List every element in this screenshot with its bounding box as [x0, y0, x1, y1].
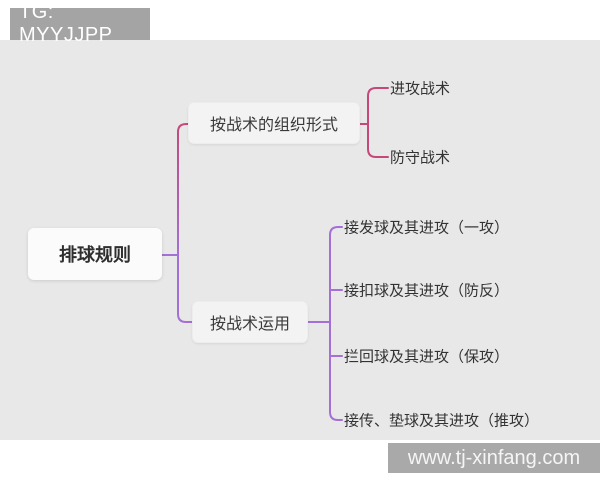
leaf-node-serve-receive-attack[interactable]: 接发球及其进攻（一攻）	[344, 219, 510, 237]
tg-badge-label: TG: MYYJJPP	[19, 1, 113, 46]
leaf-node-spike-receive-attack[interactable]: 接扣球及其进攻（防反）	[344, 282, 510, 300]
leaf-node-block-return-attack[interactable]: 拦回球及其进攻（保攻）	[344, 348, 510, 366]
leaf-node-attack-tactics[interactable]: 进攻战术	[390, 80, 451, 98]
branch-node-organization-form[interactable]: 按战术的组织形式	[188, 102, 360, 144]
branch-node-label: 按战术的组织形式	[209, 117, 338, 134]
watermark-label: www.tj-xinfang.com	[407, 446, 581, 469]
watermark: www.tj-xinfang.com	[388, 443, 600, 473]
root-node-volleyball-rules[interactable]: 排球规则	[28, 228, 162, 280]
branch-node-tactics-application[interactable]: 按战术运用	[192, 301, 308, 343]
branch-node-label: 按战术运用	[209, 316, 290, 333]
tg-badge: TG: MYYJJPP	[10, 1, 150, 46]
leaf-node-pass-dig-attack[interactable]: 接传、垫球及其进攻（推攻）	[344, 412, 540, 430]
root-node-label: 排球规则	[59, 245, 131, 265]
leaf-node-defense-tactics[interactable]: 防守战术	[390, 149, 451, 167]
